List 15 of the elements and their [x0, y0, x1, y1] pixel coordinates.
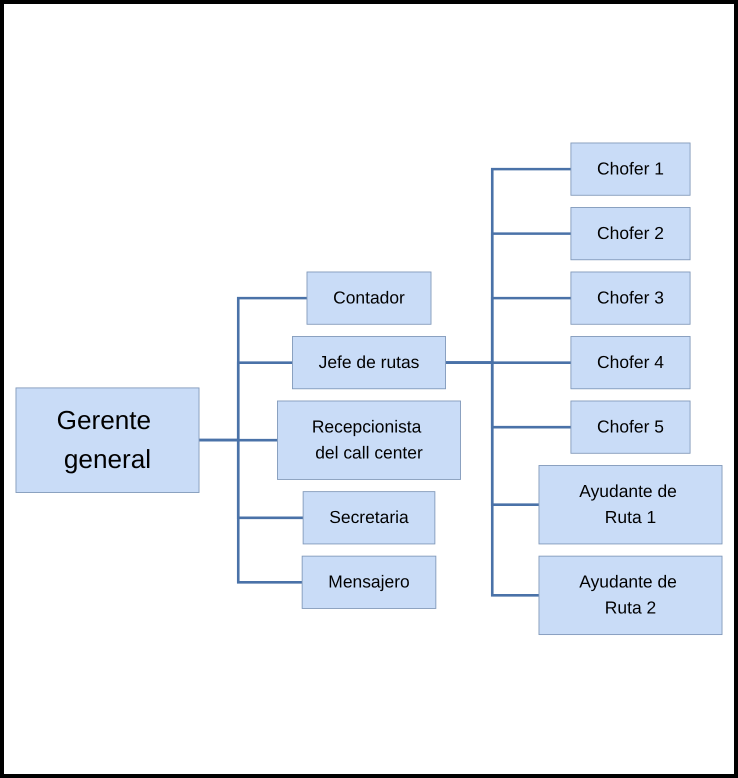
node-box: Chofer 5	[570, 400, 691, 454]
connector	[446, 362, 539, 597]
node-box: Ayudante de Ruta 2	[538, 556, 722, 636]
node-box: Chofer 4	[570, 336, 691, 390]
node-box: Jefe de rutas	[292, 336, 446, 390]
node-box: Secretaria	[302, 491, 436, 545]
node-box: Chofer 1	[570, 142, 691, 196]
node-box: Mensajero	[302, 556, 436, 610]
node-box: Chofer 3	[570, 272, 691, 325]
node-box: Chofer 2	[570, 207, 691, 260]
connector	[199, 439, 302, 584]
node-box: Recepcionista del call center	[277, 400, 461, 480]
node-box: Ayudante de Ruta 1	[538, 465, 722, 545]
node-box: Gerente general	[16, 388, 200, 494]
node-box: Contador	[306, 272, 432, 325]
